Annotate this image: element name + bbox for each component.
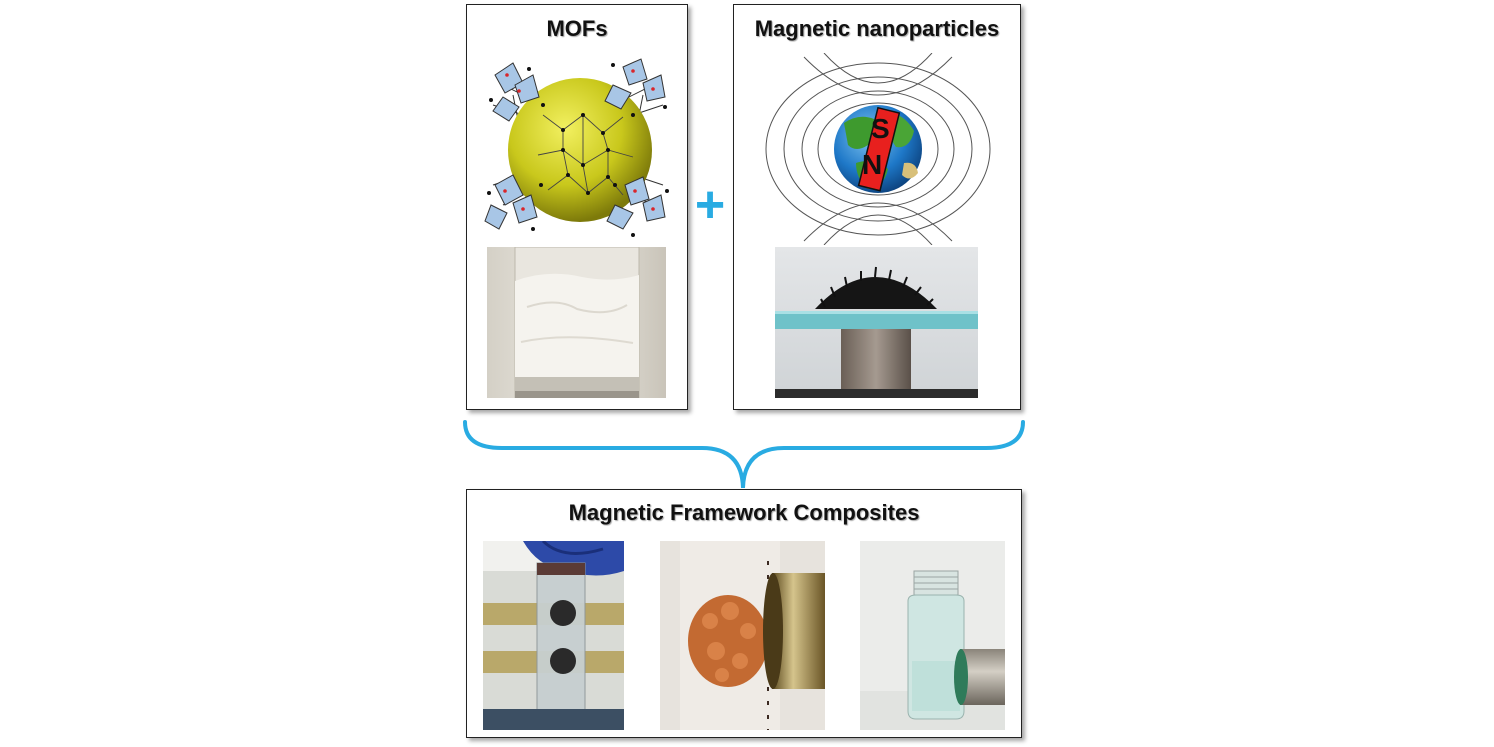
earth-magnetic-field-illustration xyxy=(765,53,991,245)
curly-brace-connector xyxy=(463,420,1025,489)
pole-n-label: N xyxy=(862,149,883,180)
mofs-title: MOFs xyxy=(546,16,608,41)
ferrofluid-photo xyxy=(775,247,978,398)
composite-vial-photo-1 xyxy=(483,541,624,730)
composites-panel: Magnetic Framework Composites xyxy=(466,489,1022,738)
composites-title: Magnetic Framework Composites xyxy=(568,500,920,525)
mof-structure-illustration xyxy=(484,58,669,237)
plus-sign: + xyxy=(694,176,726,234)
pole-s-label: S xyxy=(871,113,890,144)
mofs-panel: MOFs xyxy=(466,4,688,410)
bar-magnet xyxy=(857,106,901,192)
magnetic-panel: Magnetic nanoparticles xyxy=(733,4,1021,410)
mof-powder-photo xyxy=(487,247,666,398)
composite-vial-photo-2 xyxy=(660,541,825,730)
composite-vial-photo-3 xyxy=(860,541,1005,730)
magnetic-title: Magnetic nanoparticles xyxy=(754,16,1000,41)
